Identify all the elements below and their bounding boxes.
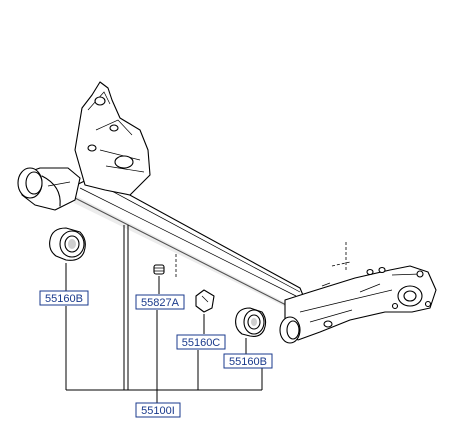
bracket-part: [195, 289, 215, 313]
leader-lines: [65, 225, 263, 404]
bushing-left-part: [49, 227, 86, 261]
label-bump-stop[interactable]: 55827A: [135, 294, 185, 310]
label-axle-assembly[interactable]: 55100I: [135, 402, 181, 418]
label-bushing-left-text: 55160B: [45, 293, 83, 305]
label-bracket-text: 55160C: [182, 337, 221, 349]
bushing-right-part: [235, 307, 267, 337]
label-bushing-right[interactable]: 55160B: [223, 353, 273, 369]
bump-stop-part: [153, 264, 165, 275]
label-bushing-right-text: 55160B: [229, 356, 267, 368]
rear-axle-beam: [17, 81, 437, 344]
label-bump-stop-text: 55827A: [141, 297, 180, 309]
label-bracket[interactable]: 55160C: [176, 334, 226, 350]
label-axle-assembly-text: 55100I: [141, 405, 175, 417]
label-bushing-left[interactable]: 55160B: [39, 290, 89, 306]
